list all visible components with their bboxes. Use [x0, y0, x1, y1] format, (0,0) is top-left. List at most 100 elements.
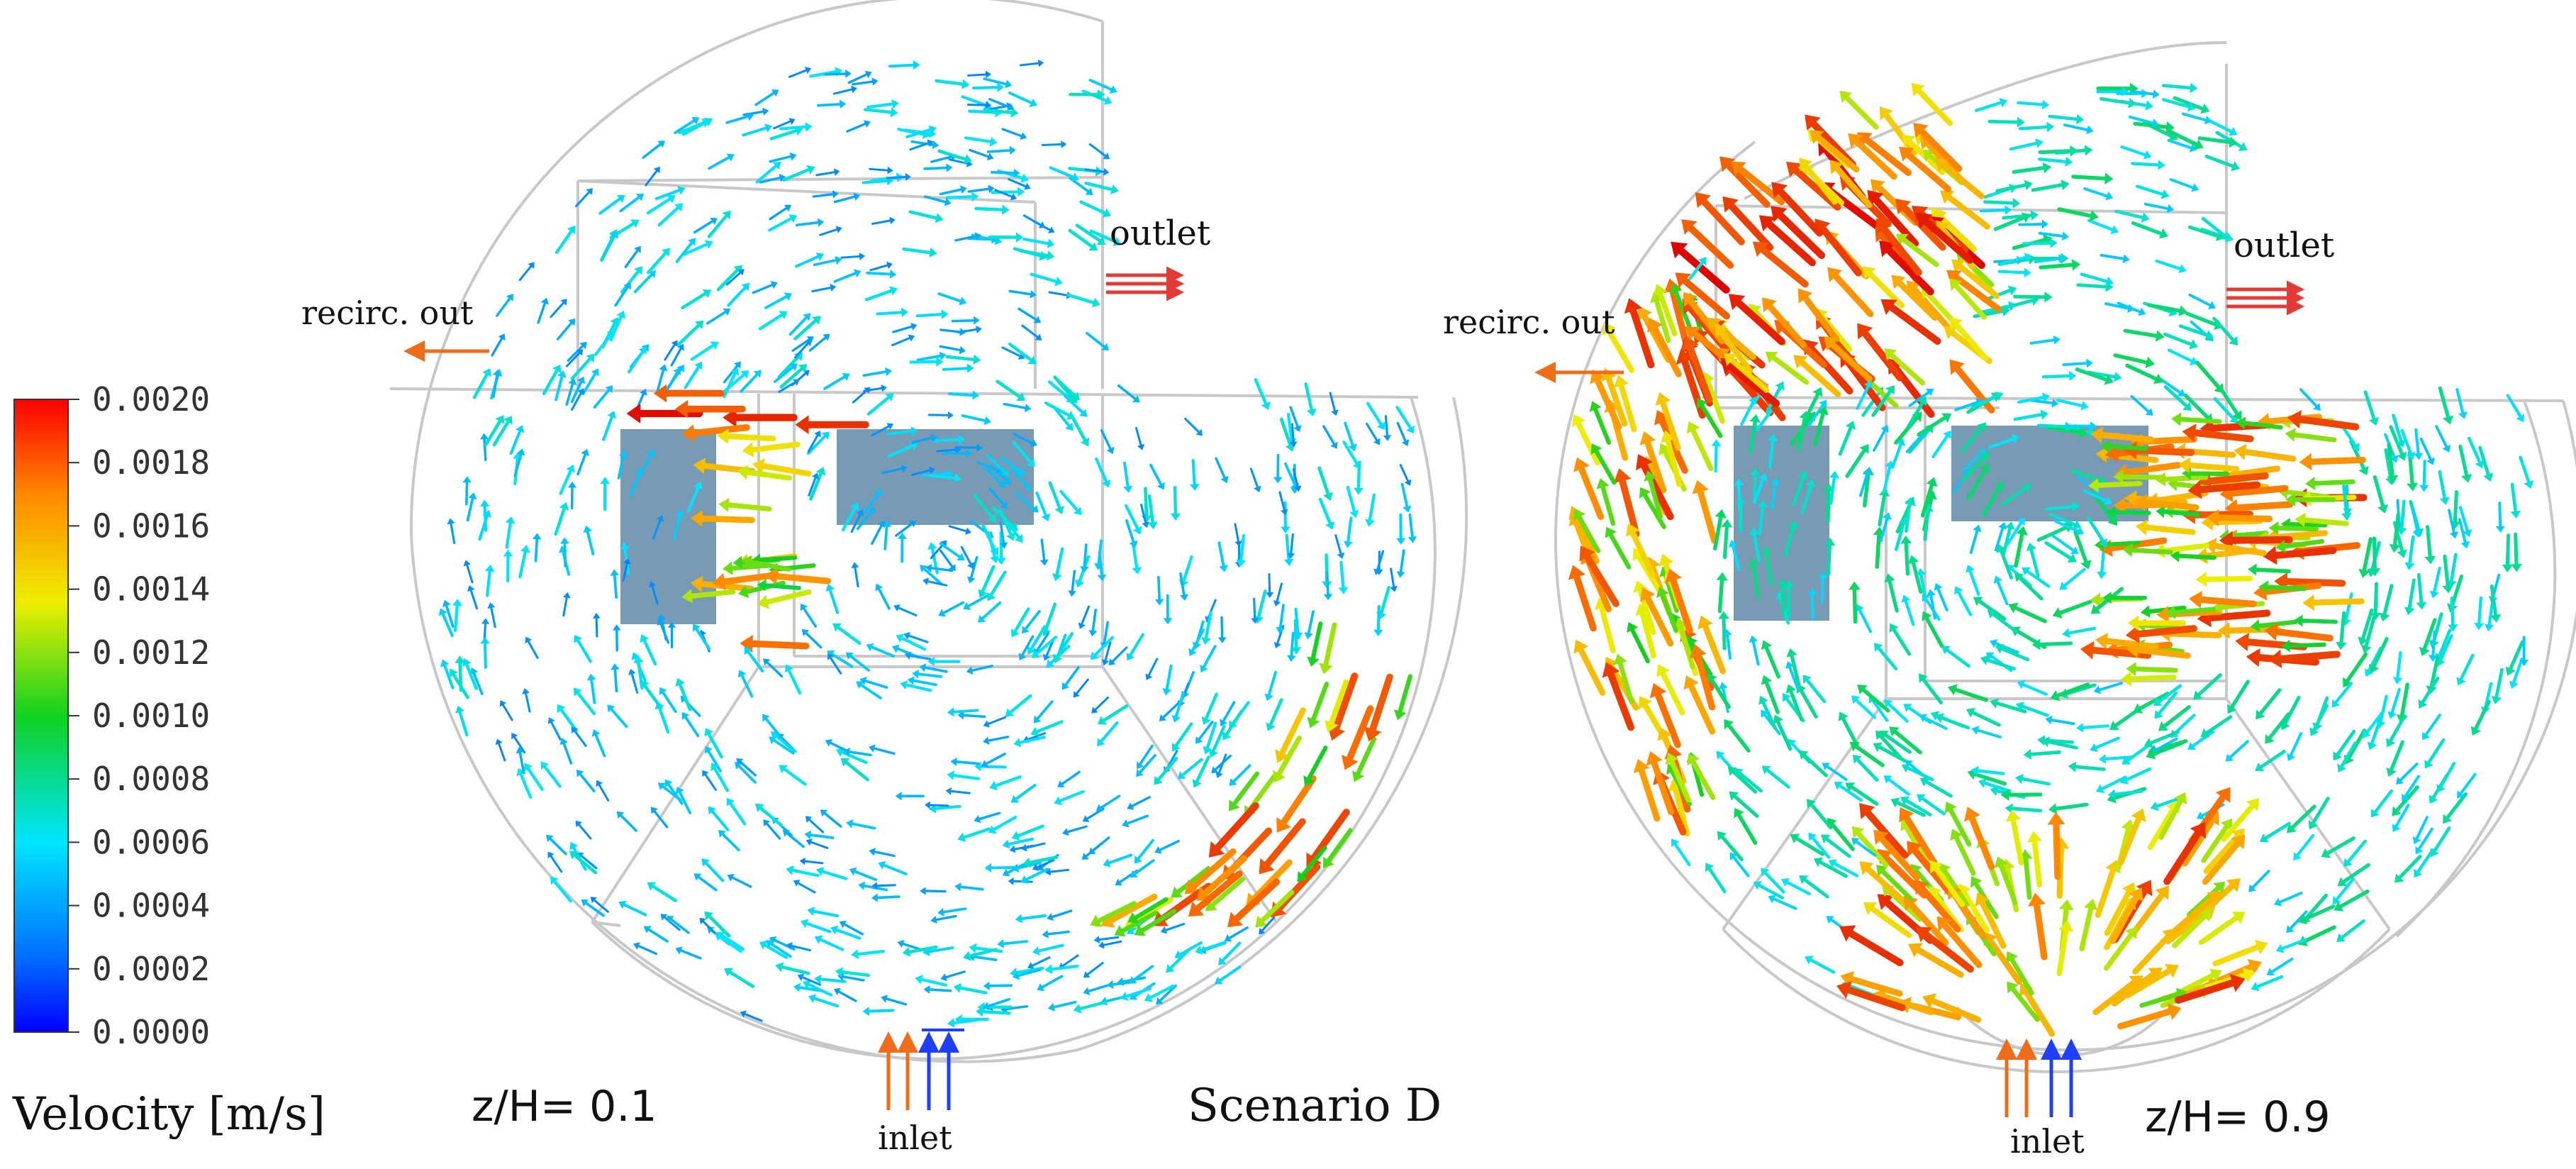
velocity-vector [869, 167, 889, 172]
velocity-vector [2207, 472, 2269, 484]
velocity-vector [1702, 623, 1726, 675]
velocity-vector-head [2050, 689, 2061, 702]
velocity-vector [830, 653, 854, 668]
velocity-vector-head [2105, 192, 2114, 201]
velocity-vector-head [983, 736, 990, 745]
velocity-vector [2443, 554, 2450, 587]
velocity-vector-head [2156, 605, 2170, 623]
velocity-vector [766, 661, 784, 678]
velocity-vector-head [804, 830, 812, 840]
left-outlet-label: outlet [1110, 214, 1210, 253]
velocity-vector [1685, 261, 1704, 285]
velocity-vector-head [2424, 555, 2436, 565]
velocity-vector-head [1899, 146, 1914, 162]
velocity-vector-head [1337, 552, 1345, 559]
velocity-vector-head [2213, 882, 2226, 894]
velocity-vector [574, 730, 587, 748]
velocity-vector [1091, 609, 1097, 632]
velocity-vector-head [2187, 480, 2202, 499]
velocity-vector-head [1802, 675, 1812, 684]
velocity-vector-head [2415, 846, 2424, 855]
velocity-vector-head [1156, 997, 1164, 1005]
velocity-vector [1638, 767, 1661, 822]
velocity-vector [939, 345, 961, 352]
velocity-vector [924, 666, 948, 673]
velocity-vector [2071, 174, 2107, 181]
velocity-vector [2347, 728, 2367, 760]
velocity-vector-head [842, 372, 850, 381]
velocity-vector [2139, 992, 2180, 1008]
velocity-vector-head [1644, 470, 1657, 482]
velocity-vector-head [2246, 798, 2259, 811]
velocity-vector-head [1123, 485, 1133, 493]
velocity-vector-head [1130, 870, 1138, 877]
velocity-vector-head [2122, 543, 2133, 558]
velocity-vector [1064, 666, 1080, 687]
velocity-vector-head [1613, 653, 1627, 665]
velocity-vector-head [1401, 439, 1410, 447]
velocity-vector-head [840, 99, 847, 109]
velocity-vector-head [2266, 968, 2275, 976]
velocity-vector [2023, 990, 2056, 1037]
velocity-vector-head [1083, 987, 1091, 996]
velocity-vector [1576, 421, 1600, 466]
velocity-vector [1740, 401, 1755, 426]
velocity-vector-head [2024, 267, 2031, 278]
velocity-vector [750, 441, 801, 453]
velocity-vector [653, 810, 669, 829]
velocity-vector-head [2273, 897, 2282, 907]
velocity-vector [1764, 680, 1780, 714]
velocity-vector-head [1319, 663, 1333, 675]
velocity-vector [1905, 502, 1912, 533]
velocity-vector-head [1761, 640, 1772, 650]
velocity-vector [1307, 746, 1328, 781]
velocity-vector [562, 597, 568, 617]
velocity-vector-head [681, 424, 696, 442]
velocity-vector [870, 646, 895, 658]
velocity-vector [2427, 738, 2446, 765]
velocity-vector [1856, 831, 1889, 868]
velocity-vector-head [1775, 381, 1785, 391]
velocity-vector [852, 389, 868, 404]
velocity-vector [908, 210, 938, 220]
velocity-vector [484, 642, 487, 669]
velocity-vector [513, 453, 523, 477]
velocity-vector-head [763, 658, 771, 666]
velocity-vector [1022, 214, 1042, 226]
velocity-vector-head [487, 602, 496, 609]
velocity-vector-head [1899, 807, 1914, 823]
velocity-vector [813, 259, 837, 267]
velocity-vector [1356, 736, 1377, 776]
velocity-vector [759, 177, 781, 184]
velocity-vector-head [1047, 1002, 1055, 1012]
velocity-vector [935, 79, 964, 86]
velocity-vector [2063, 567, 2086, 587]
velocity-vector-head [2121, 87, 2129, 96]
velocity-vector [691, 423, 750, 437]
velocity-vector [2036, 526, 2068, 542]
velocity-vector [781, 965, 810, 975]
velocity-vector [2201, 824, 2229, 863]
velocity-vector-head [1022, 857, 1032, 868]
velocity-vector [610, 708, 628, 728]
velocity-vector-head [2168, 306, 2178, 317]
velocity-vector-head [638, 346, 647, 355]
velocity-vector [1204, 611, 1212, 640]
velocity-vector-head [923, 985, 930, 995]
velocity-vector [2197, 136, 2232, 144]
velocity-vector [1081, 605, 1091, 625]
velocity-vector-head [2268, 521, 2279, 535]
velocity-vector-head [1126, 652, 1134, 661]
velocity-vector [987, 736, 1010, 742]
velocity-vector [1796, 416, 1807, 451]
velocity-vector [1766, 221, 1816, 267]
velocity-vector-head [1046, 250, 1055, 261]
velocity-vector-head [2068, 761, 2077, 772]
velocity-vector-head [1656, 664, 1670, 677]
velocity-vector-head [893, 604, 901, 612]
velocity-vector [1941, 162, 1985, 199]
velocity-vector-head [1990, 785, 1999, 797]
velocity-vector [764, 589, 812, 605]
velocity-vector [725, 115, 749, 124]
velocity-vector [578, 824, 592, 840]
